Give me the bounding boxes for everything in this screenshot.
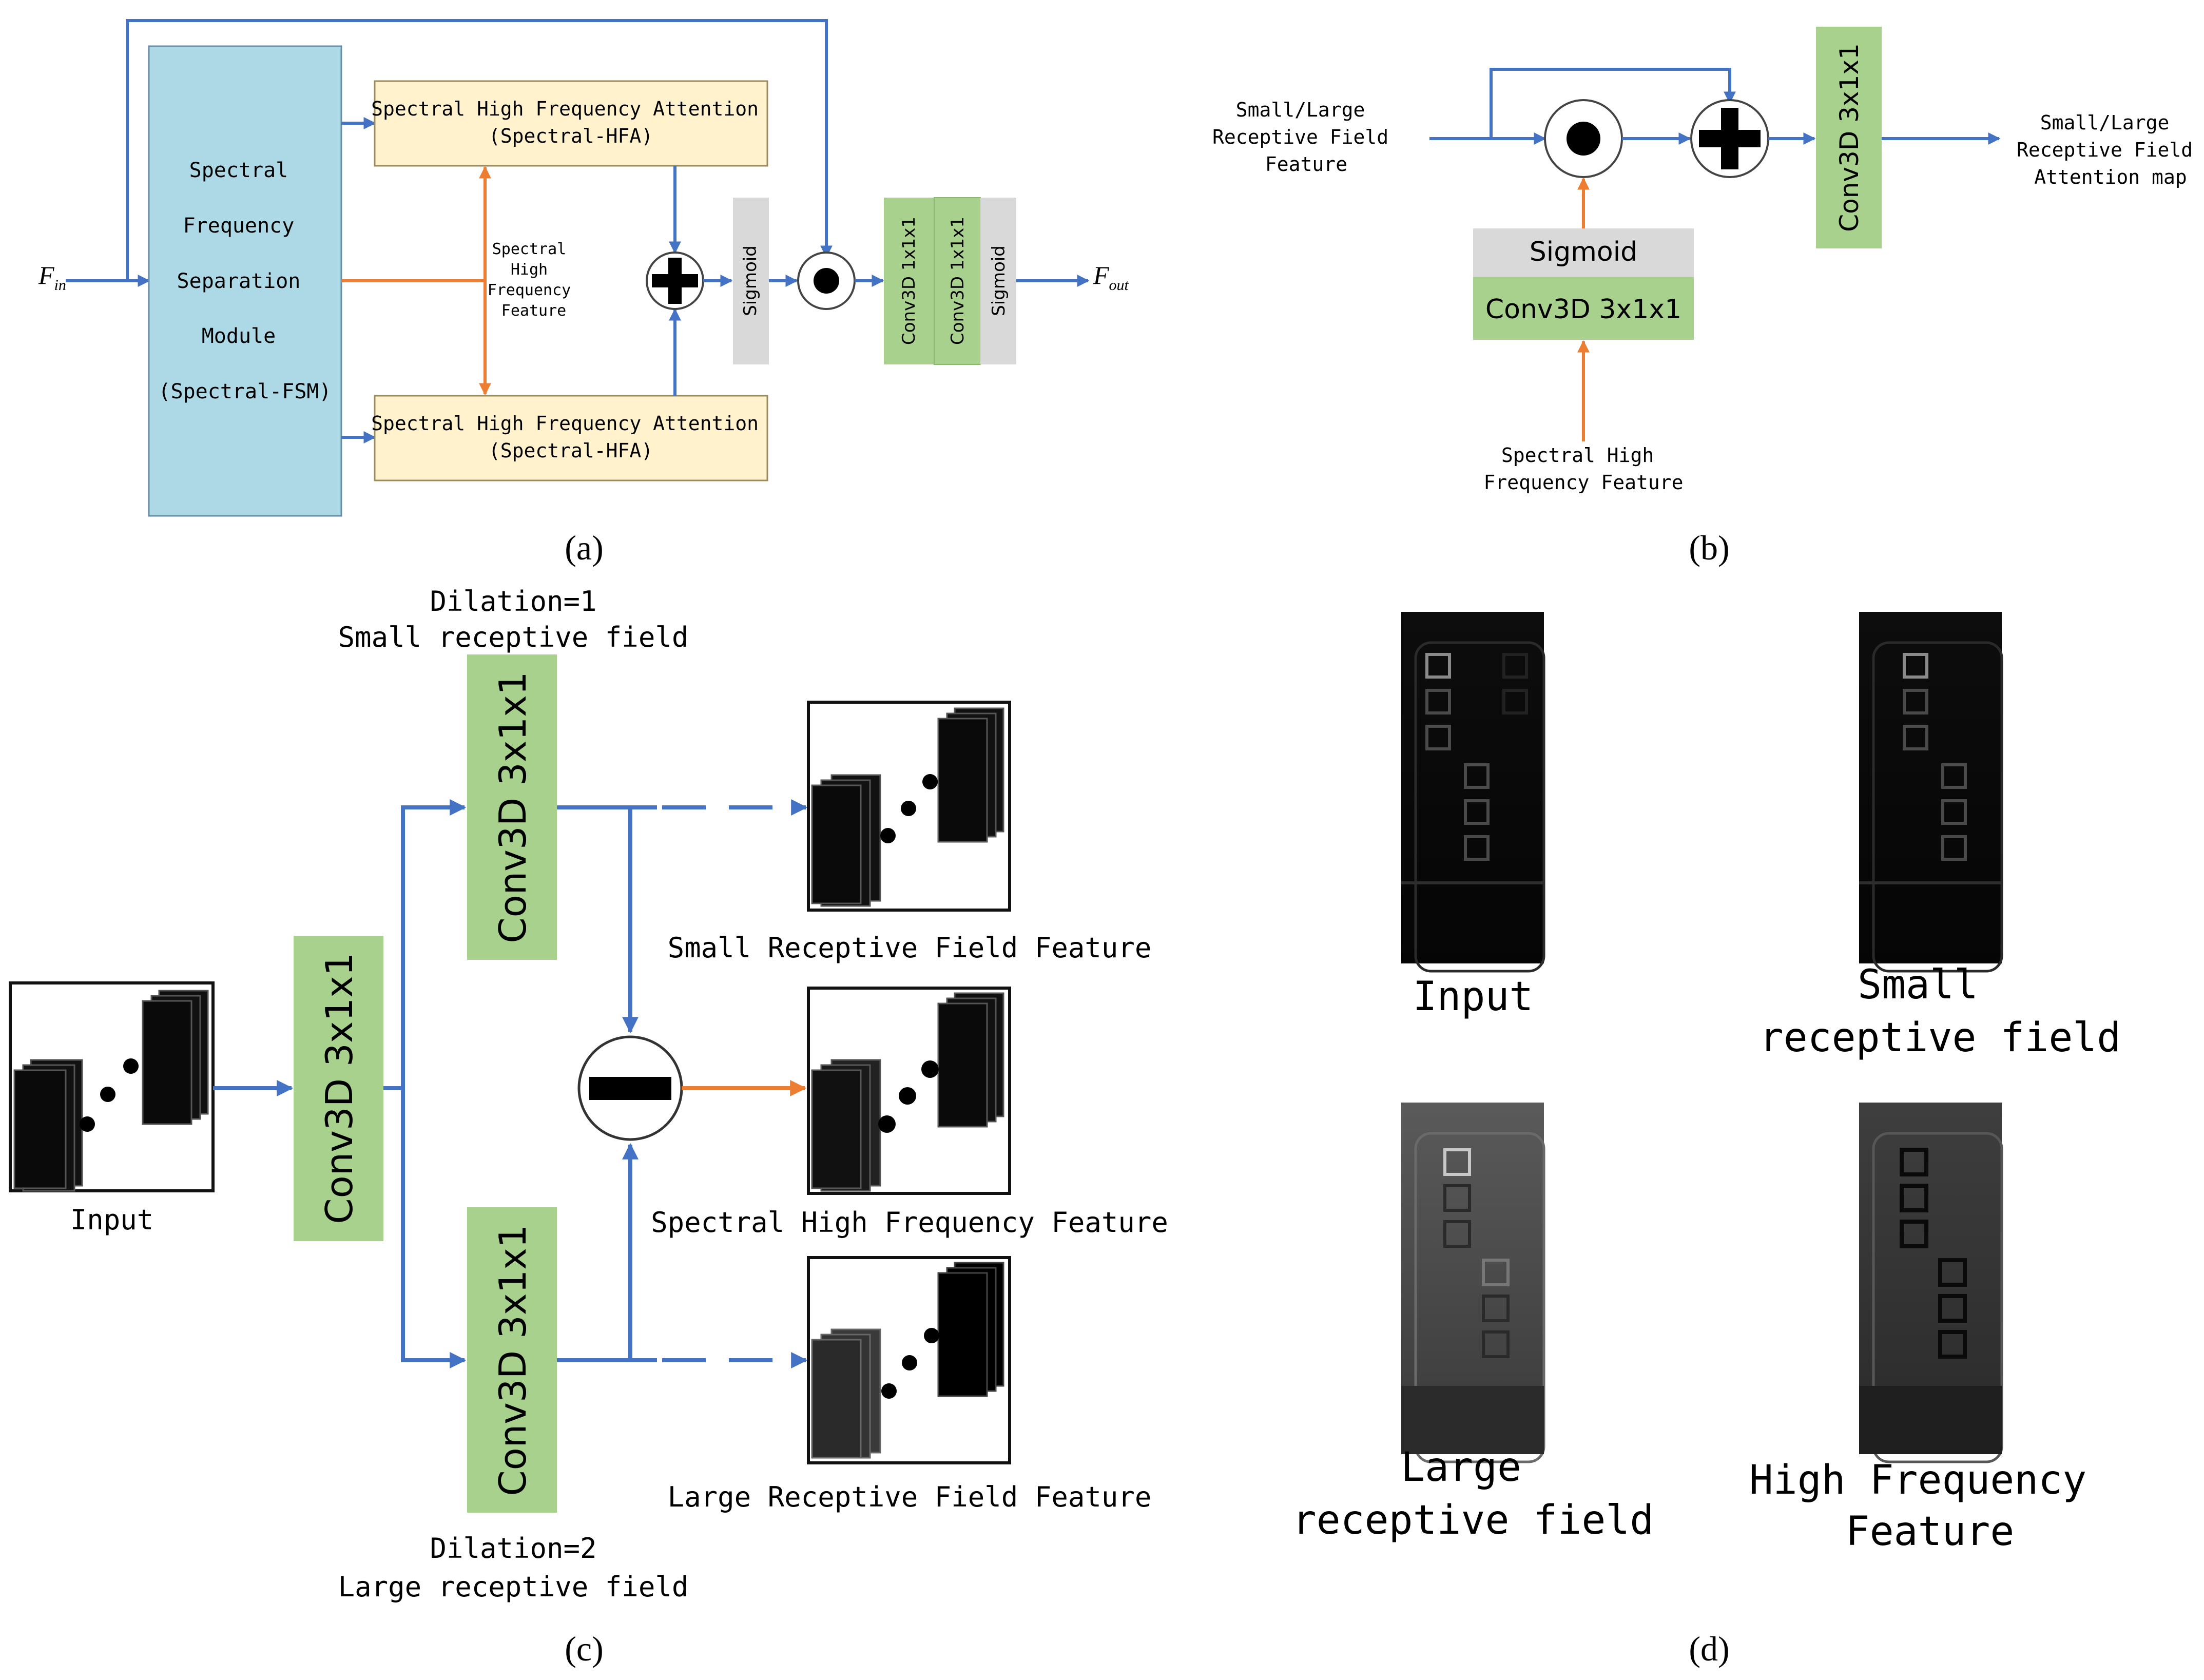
spectral-fsm-box [148,45,342,517]
arrow-branch-top [401,799,467,1360]
sigmoid-block-1 [733,198,769,364]
conv-label-b-small: Conv3D 3x1x1 [1485,294,1681,325]
panel-d-label: (d) [1689,1629,1729,1668]
hfa-top-box [374,80,768,167]
patch-high-label: High Frequency Feature [1749,1457,2111,1555]
patch-small-rf [1859,612,2003,973]
input-feature-image [9,981,215,1192]
sigmoid-block-2 [980,198,1016,364]
add-operator-icon-b [1690,99,1769,178]
panel-d: Input Small receptive field [1292,612,2121,1668]
conv-block-a1 [884,198,934,364]
multiply-operator-icon [797,252,856,310]
conv-label-c-left: Conv3D 3x1x1 [318,952,361,1224]
skip-connection [126,19,833,281]
panel-b: Small/Large Receptive Field Feature Conv… [1212,27,2204,567]
subtract-operator-icon [577,1035,683,1141]
large-feature-label: Large Receptive Field Feature [668,1481,1152,1513]
panel-b-label: (b) [1689,528,1729,567]
conv-block-b-small [1473,277,1694,340]
add-operator-icon [646,252,704,310]
small-feature-label: Small Receptive Field Feature [668,932,1152,964]
small-receptive-field-text: Small receptive field [338,621,689,653]
sigmoid-label-1: Sigmoid [740,245,761,316]
arrow-branch-bottom [401,1088,467,1368]
skip-connection-b [1490,68,1736,139]
hfa-top-text: Spectral High Frequency Attention (Spect… [371,98,770,147]
conv-block-c-top [467,654,557,960]
patch-input [1401,612,1545,973]
multiply-operator-icon-b [1544,99,1623,178]
dilation-1-text: Dilation=1 [430,585,596,617]
panel-a: Fin Spectral Frequency Separation Module… [38,19,1129,567]
f-out-label: Fout [1093,261,1129,294]
sigmoid-block-b [1473,228,1694,277]
fsm-text: Spectral Frequency Separation Module (Sp… [158,159,331,403]
patch-small-label: Small receptive field [1760,962,2121,1061]
sigmoid-label-b: Sigmoid [1530,237,1637,267]
conv-label-a2: Conv3D 1x1x1 [948,217,968,345]
small-rf-feature-image [807,701,1011,912]
spectral-high-frequency-feature-text: Spectral High Frequency Feature [488,240,581,320]
sigmoid-label-2: Sigmoid [989,245,1009,316]
conv-block-b-tall [1816,27,1882,248]
conv-label-b-tall: Conv3D 3x1x1 [1834,43,1864,232]
conv-block-c-bottom [467,1207,557,1513]
panel-b-bottom-text: Spectral High Frequency Feature [1484,444,1684,494]
panel-b-output-text: Small/Large Receptive Field Attention ma… [2017,111,2204,188]
conv-label-c-bottom: Conv3D 3x1x1 [491,1224,534,1496]
patch-large-rf [1401,1103,1545,1463]
large-rf-feature-image [807,1256,1011,1464]
hfa-bottom-text: Spectral High Frequency Attention (Spect… [371,412,770,462]
input-label-c: Input [70,1204,154,1236]
hfa-bottom-box [374,395,768,481]
patch-input-label: Input [1413,974,1534,1020]
patch-large-label: Large receptive field [1292,1444,1654,1543]
high-frequency-feature-image [807,987,1011,1195]
conv-label-c-top: Conv3D 3x1x1 [491,671,534,943]
panel-c: Dilation=1 Small receptive field Input C… [9,585,1168,1668]
conv-block-a2 [934,197,981,365]
large-receptive-field-text: Large receptive field [338,1571,689,1603]
high-feature-label: Spectral High Frequency Feature [651,1206,1168,1239]
f-in-label: Fin [38,261,66,294]
dilation-2-text: Dilation=2 [430,1532,596,1565]
panel-c-label: (c) [565,1629,603,1668]
panel-a-label: (a) [565,528,603,567]
patch-high-frequency [1859,1103,2003,1463]
panel-b-input-text: Small/Large Receptive Field Feature [1212,99,1400,176]
conv-block-c-left [294,936,383,1241]
conv-label-a1: Conv3D 1x1x1 [899,217,919,345]
